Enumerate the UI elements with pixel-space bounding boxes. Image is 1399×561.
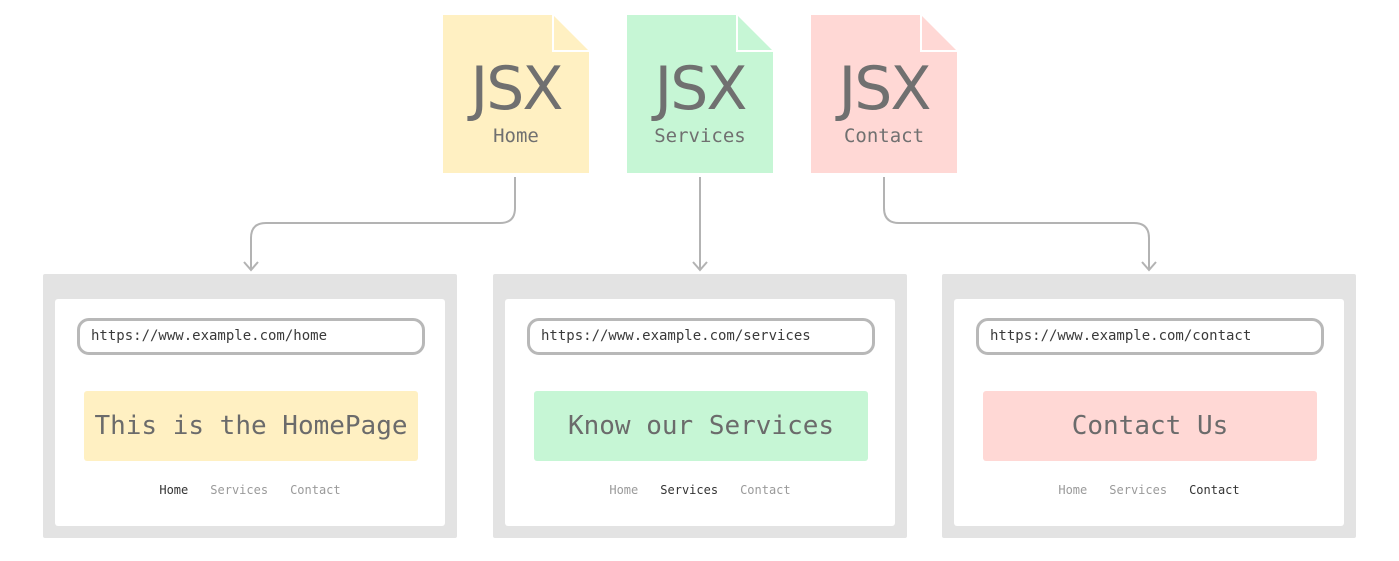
jsx-file-home: JSX Home xyxy=(443,15,589,173)
nav-link-services[interactable]: Services xyxy=(210,483,269,497)
arrow-home-head xyxy=(243,261,259,272)
nav-link-contact[interactable]: Contact xyxy=(290,483,341,497)
file-name: Home xyxy=(493,125,539,147)
file-body xyxy=(443,15,589,173)
arrow-home-to-homepage xyxy=(250,177,516,270)
jsx-label: JSX xyxy=(838,54,932,124)
jsx-label: JSX xyxy=(654,54,748,124)
file-fold xyxy=(920,15,957,52)
nav-link-contact[interactable]: Contact xyxy=(740,483,791,497)
page-hero: This is the HomePage xyxy=(84,391,418,461)
browser-window-services: https://www.example.com/services Know ou… xyxy=(493,274,907,538)
file-icon xyxy=(627,15,773,173)
page-hero: Contact Us xyxy=(983,391,1317,461)
nav-link-contact[interactable]: Contact xyxy=(1189,483,1240,497)
jsx-file-services: JSX Services xyxy=(627,15,773,173)
file-icon xyxy=(811,15,957,173)
browser-window-home: https://www.example.com/home This is the… xyxy=(43,274,457,538)
nav-link-home[interactable]: Home xyxy=(1058,483,1088,497)
arrow-contact-to-contactpage xyxy=(883,177,1150,270)
address-bar[interactable]: https://www.example.com/home xyxy=(77,318,425,355)
page-nav: Home Services Contact xyxy=(954,483,1344,497)
file-body xyxy=(811,15,957,173)
page-hero: Know our Services xyxy=(534,391,868,461)
nav-link-home[interactable]: Home xyxy=(159,483,189,497)
jsx-file-contact: JSX Contact xyxy=(811,15,957,173)
nav-link-services[interactable]: Services xyxy=(660,483,719,497)
nav-link-services[interactable]: Services xyxy=(1109,483,1168,497)
file-fold xyxy=(552,15,589,52)
browser-viewport: https://www.example.com/home This is the… xyxy=(55,299,445,526)
browser-window-contact: https://www.example.com/contact Contact … xyxy=(942,274,1356,538)
page-nav: Home Services Contact xyxy=(505,483,895,497)
file-icon xyxy=(443,15,589,173)
browser-viewport: https://www.example.com/services Know ou… xyxy=(505,299,895,526)
arrow-services-head xyxy=(692,261,708,272)
arrow-contact-head xyxy=(1141,261,1157,272)
jsx-label: JSX xyxy=(470,54,564,124)
browser-viewport: https://www.example.com/contact Contact … xyxy=(954,299,1344,526)
nav-link-home[interactable]: Home xyxy=(609,483,639,497)
page-nav: Home Services Contact xyxy=(55,483,445,497)
file-name: Contact xyxy=(843,125,925,147)
address-bar[interactable]: https://www.example.com/contact xyxy=(976,318,1324,355)
file-body xyxy=(627,15,773,173)
address-bar[interactable]: https://www.example.com/services xyxy=(527,318,875,355)
file-name: Services xyxy=(654,125,746,147)
file-fold xyxy=(736,15,773,52)
